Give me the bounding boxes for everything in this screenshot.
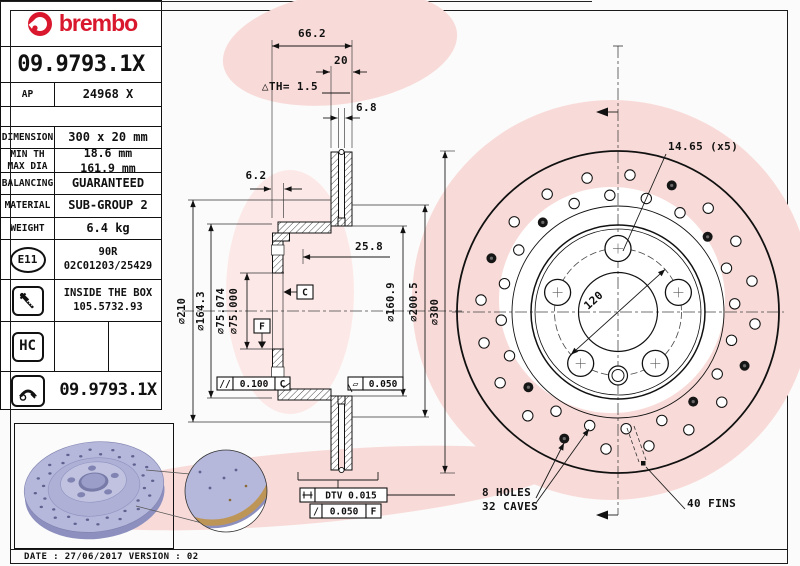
material-value: SUB-GROUP 2 [68,198,148,213]
brembo-logo-icon [27,11,52,36]
pad-part-number: 09.9793.1X [59,380,157,401]
hc-row: HC [1,321,161,371]
weight-row: WEIGHT 6.4 kg [1,217,161,239]
hc-empty-cells [55,322,161,371]
material-row: MATERIAL SUB-GROUP 2 [1,194,161,217]
footer-date-version: DATE : 27/06/2017 VERSION : 02 [24,552,199,562]
ap-label: AP [1,83,55,106]
pad-partnumber-row: 09.9793.1X [1,371,161,409]
balancing-row: BALANCING GUARANTEED [1,172,161,194]
reg-number-line2: 02C01203/25429 [63,259,153,272]
inside-box-line1: INSIDE THE BOX [63,286,153,299]
screw-icon [11,285,44,316]
brand-logo-row: brembo [1,1,161,46]
ap-row: AP 24968 X [1,82,161,106]
balancing-value: GUARANTEED [71,175,145,190]
weight-label: WEIGHT [1,218,55,239]
dimension-value: 300 x 20 mm [68,129,148,144]
min-max-row: MIN TH MAX DIA 18.6 mm 161.9 mm [1,145,161,175]
screws-row: INSIDE THE BOX 105.5732.93 [1,279,161,321]
disc-render-box [14,423,174,549]
brake-pad-icon [11,374,45,407]
footer-divider [10,549,787,550]
hc-badge-icon: HC [11,331,44,362]
weight-value: 6.4 kg [86,220,130,235]
material-label: MATERIAL [1,195,55,217]
ap-value: 24968 X [82,86,134,101]
max-dia-value: 161.9 mm [80,160,136,175]
e11-approval-row: E11 90R 02C01203/25429 [1,239,161,279]
min-th-value: 18.6 mm [83,145,133,160]
min-th-label: MIN TH [10,148,45,160]
dimension-row: DIMENSION 300 x 20 mm [1,126,161,148]
disc-3d-render [23,441,165,540]
brembo-watermark-ring-inner [499,187,725,413]
balancing-label: BALANCING [1,173,55,194]
spec-panel: brembo 09.9793.1X AP 24968 X DIMENSION 3… [0,0,162,410]
part-number-row: 09.9793.1X [1,46,161,82]
spacer-row [1,106,161,126]
reg-number-line1: 90R [98,245,118,258]
brembo-watermark-blob-mid [226,170,354,414]
part-number: 09.9793.1X [17,52,145,77]
inside-box-line2: 105.5732.93 [73,300,143,313]
max-dia-label: MAX DIA [7,160,48,172]
brand-wordmark: brembo [58,10,138,36]
dimension-label: DIMENSION [1,127,55,148]
